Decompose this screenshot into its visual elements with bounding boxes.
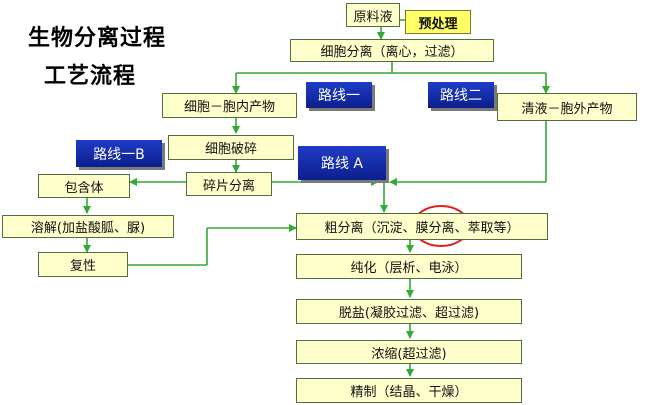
box-intracellular-product: 细胞－胞内产物 bbox=[162, 93, 297, 118]
box-refining: 精制（结晶、干燥） bbox=[296, 378, 522, 403]
box-debris-separation: 碎片分离 bbox=[186, 172, 272, 196]
box-pretreatment: 预处理 bbox=[405, 10, 471, 34]
route-label-two: 路线二 bbox=[428, 82, 494, 108]
box-cell-disruption: 细胞破碎 bbox=[168, 135, 294, 160]
box-inclusion-body: 包含体 bbox=[38, 174, 130, 198]
box-extracellular-product: 清液－胞外产物 bbox=[497, 93, 637, 121]
box-raw-liquid: 原料液 bbox=[346, 3, 400, 27]
route-label-one: 路线一 bbox=[306, 82, 372, 108]
box-renature: 复性 bbox=[38, 252, 128, 277]
route-label-b: 路线一B bbox=[76, 140, 162, 167]
box-concentration: 浓缩(超过滤) bbox=[296, 340, 522, 364]
title-line-1: 生物分离过程 bbox=[28, 26, 167, 51]
box-purification: 纯化（层析、电泳） bbox=[296, 254, 522, 279]
box-dissolve: 溶解(加盐酸胍、脲) bbox=[2, 215, 174, 238]
box-cell-separation: 细胞分离（离心，过滤） bbox=[290, 39, 494, 62]
box-desalting: 脱盐(凝胶过滤、超过滤) bbox=[296, 299, 522, 324]
box-crude-separation: 粗分离（沉淀、膜分离、萃取等） bbox=[296, 213, 548, 240]
route-label-a: 路线 A bbox=[298, 146, 386, 180]
title-line-2: 工艺流程 bbox=[44, 64, 137, 89]
